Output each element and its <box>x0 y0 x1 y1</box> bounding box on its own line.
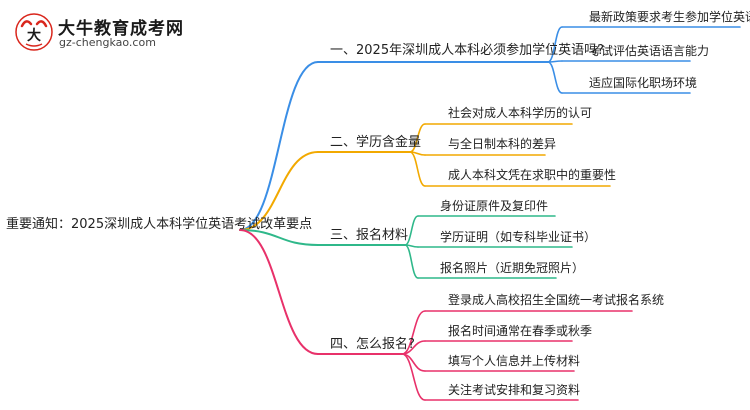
branch-1-label: 一、2025年深圳成人本科必须参加学位英语吗? <box>330 43 604 58</box>
branch-1-leaf-1: 最新政策要求考生参加学位英语考试 <box>589 10 750 24</box>
branch-4-leaf-4-connector <box>401 353 426 401</box>
bull-logo-icon: 大 <box>15 13 53 51</box>
branch-4-leaf-1: 登录成人高校招生全国统一考试报名系统 <box>448 293 665 307</box>
branch-3-leaf-3: 报名照片（近期免冠照片） <box>440 261 585 275</box>
site-logo[interactable]: 大 大牛教育成考网 gz-chengkao.com <box>14 12 204 56</box>
branch-3-label: 三、报名材料 <box>330 228 409 243</box>
branch-3-connector <box>239 229 319 246</box>
branch-3-leaf-1-connector <box>404 215 419 246</box>
branch-4-leaf-4: 关注考试安排和复习资料 <box>448 383 581 397</box>
root-topic: 重要通知：2025深圳成人本科学位英语考试改革要点 <box>6 217 313 232</box>
logo-title: 大牛教育成考网 <box>58 19 184 39</box>
branch-3-leaf-2: 学历证明（如专科毕业证书） <box>440 230 597 244</box>
branch-1-leaf-1-connector <box>547 26 563 63</box>
branch-4-leaf-1-connector <box>401 310 426 355</box>
branch-2-leaf-2: 与全日制本科的差异 <box>448 137 557 151</box>
branch-2-label: 二、学历含金量 <box>330 135 422 150</box>
branch-1-leaf-3: 适应国际化职场环境 <box>589 76 698 90</box>
branch-4-leaf-3: 填写个人信息并上传材料 <box>448 354 581 368</box>
branch-4-label: 四、怎么报名? <box>330 337 415 352</box>
branch-4-leaf-2: 报名时间通常在春季或秋季 <box>448 324 593 338</box>
logo-url: gz-chengkao.com <box>59 36 156 49</box>
branch-2-connector <box>239 151 319 231</box>
branch-2-leaf-1-connector <box>409 123 426 153</box>
branch-2-leaf-1: 社会对成人本科学历的认可 <box>448 106 593 120</box>
branch-1-connector <box>239 61 319 231</box>
branch-3-leaf-3-connector <box>404 244 419 279</box>
branch-4-connector <box>239 229 319 355</box>
branch-2-leaf-3: 成人本科文凭在求职中的重要性 <box>448 168 617 182</box>
branch-1-leaf-3-connector <box>547 61 563 94</box>
branch-1-leaf-2: 考试评估英语语言能力 <box>589 44 710 58</box>
branch-3-leaf-1: 身份证原件及复印件 <box>440 199 549 213</box>
svg-text:大: 大 <box>27 27 41 44</box>
branch-2-leaf-3-connector <box>409 151 426 187</box>
